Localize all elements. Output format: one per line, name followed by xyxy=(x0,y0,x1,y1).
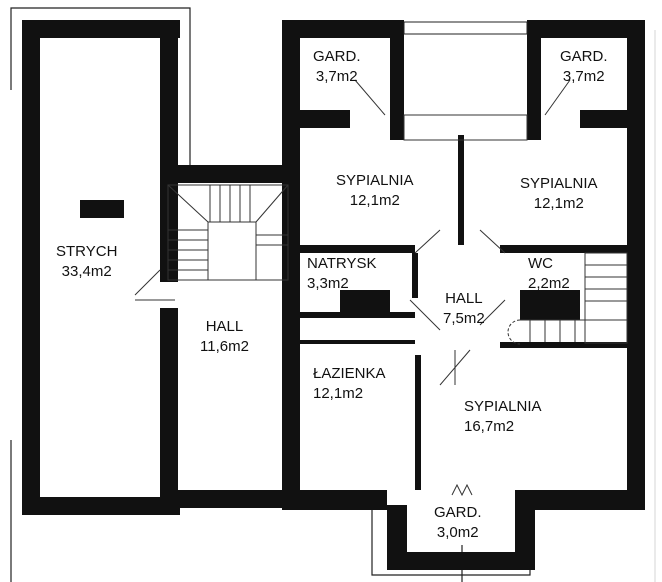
room-area: 3,7m2 xyxy=(562,68,605,85)
room-name: NATRYSK xyxy=(307,255,377,272)
room-area: 3,3m2 xyxy=(307,275,349,292)
room-area: 2,2m2 xyxy=(528,275,570,292)
room-name: WC xyxy=(528,255,553,272)
doors xyxy=(134,79,571,497)
room-label-lazienka: ŁAZIENKA 12,1m2 xyxy=(313,364,386,404)
room-label-sypialnia-left: SYPIALNIA 12,1m2 xyxy=(336,171,414,211)
room-label-natrysk: NATRYSK 3,3m2 xyxy=(307,254,376,294)
room-label-gard-top-left: GARD. 3,7m2 xyxy=(313,47,361,87)
room-name: STRYCH xyxy=(56,243,118,260)
top-window xyxy=(403,21,528,35)
room-name: SYPIALNIA xyxy=(520,175,598,192)
room-area: 11,6m2 xyxy=(200,338,249,355)
stairs-left xyxy=(167,184,289,281)
room-area: 7,5m2 xyxy=(443,310,485,327)
room-area: 3,7m2 xyxy=(315,68,358,85)
room-area: 3,0m2 xyxy=(436,524,479,541)
room-label-gard-top-right: GARD. 3,7m2 xyxy=(560,47,608,87)
room-label-sypialnia-right: SYPIALNIA 12,1m2 xyxy=(520,174,598,214)
room-area: 12,1m2 xyxy=(349,192,400,209)
room-area: 12,1m2 xyxy=(533,195,584,212)
room-name: HALL xyxy=(205,318,244,335)
room-name: GARD. xyxy=(313,48,361,65)
room-label-strych: STRYCH 33,4m2 xyxy=(56,242,117,282)
stairs-right xyxy=(507,252,628,345)
room-label-hall-left: HALL 11,6m2 xyxy=(200,317,249,357)
room-area: 16,7m2 xyxy=(464,418,515,435)
room-name: GARD. xyxy=(434,504,482,521)
outline-lines xyxy=(10,7,656,582)
room-label-sypialnia-bottom: SYPIALNIA 16,7m2 xyxy=(464,397,542,437)
room-label-wc: WC 2,2m2 xyxy=(528,254,570,294)
room-label-gard-bottom: GARD. 3,0m2 xyxy=(434,503,482,543)
room-name: SYPIALNIA xyxy=(336,172,414,189)
room-area: 12,1m2 xyxy=(313,385,364,402)
room-name: ŁAZIENKA xyxy=(313,365,386,382)
room-name: SYPIALNIA xyxy=(464,398,542,415)
chimney xyxy=(80,200,124,218)
room-name: GARD. xyxy=(560,48,608,65)
walls xyxy=(22,20,645,570)
room-name: HALL xyxy=(445,290,483,307)
room-area: 33,4m2 xyxy=(61,263,112,280)
room-label-hall-center: HALL 7,5m2 xyxy=(443,289,485,329)
